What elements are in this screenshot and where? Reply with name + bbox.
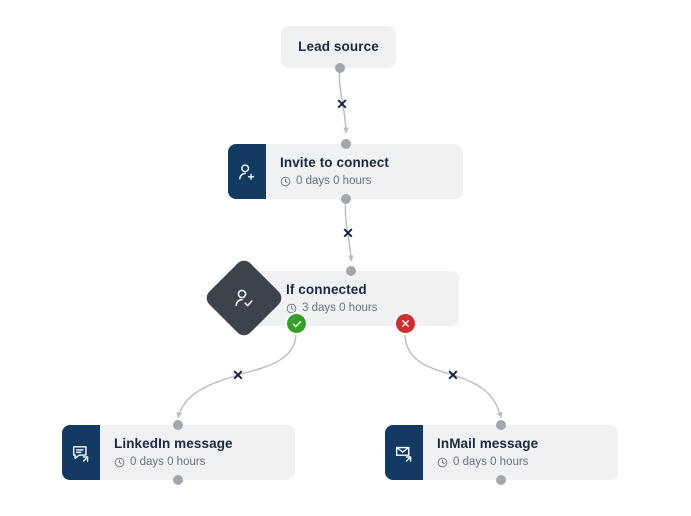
clock-icon bbox=[286, 303, 297, 314]
node-linkedin-message-handle-top[interactable] bbox=[173, 420, 183, 430]
node-linkedin-message[interactable]: LinkedIn message 0 days 0 hours bbox=[62, 420, 295, 485]
envelope-arrow-icon bbox=[385, 425, 423, 480]
check-circle-icon bbox=[292, 320, 301, 327]
chat-bubble-arrow-icon bbox=[62, 425, 100, 480]
node-invite-to-connect-duration: 0 days 0 hours bbox=[296, 174, 372, 187]
x-circle-icon bbox=[402, 320, 409, 327]
clock-icon bbox=[280, 176, 291, 187]
person-check-icon bbox=[235, 289, 253, 307]
node-if-connected-diamond[interactable] bbox=[202, 256, 286, 340]
edge-delete-invite-to-if[interactable]: ✕ bbox=[342, 225, 354, 241]
node-if-connected-handle-top[interactable] bbox=[346, 266, 356, 276]
person-plus-icon bbox=[228, 144, 266, 199]
node-inmail-message[interactable]: InMail message 0 days 0 hours bbox=[385, 420, 618, 485]
node-inmail-message-duration: 0 days 0 hours bbox=[453, 455, 529, 468]
node-if-connected-duration: 3 days 0 hours bbox=[302, 301, 378, 314]
node-invite-to-connect-handle-top[interactable] bbox=[341, 139, 351, 149]
edge-delete-if-no-inmail[interactable]: ✕ bbox=[447, 367, 459, 383]
edge-delete-if-yes-linkedin[interactable]: ✕ bbox=[232, 367, 244, 383]
node-linkedin-message-duration: 0 days 0 hours bbox=[130, 455, 206, 468]
branch-badge-no[interactable] bbox=[396, 314, 415, 333]
edge-delete-lead-to-invite[interactable]: ✕ bbox=[336, 96, 348, 112]
node-inmail-message-meta: 0 days 0 hours bbox=[437, 456, 604, 470]
node-linkedin-message-handle-bottom[interactable] bbox=[173, 475, 183, 485]
node-inmail-message-title: InMail message bbox=[437, 435, 539, 451]
branch-badge-yes[interactable] bbox=[287, 314, 306, 333]
node-lead-source-title: Lead source bbox=[298, 38, 379, 54]
node-invite-to-connect-handle-bottom[interactable] bbox=[341, 194, 351, 204]
node-if-connected-meta: 3 days 0 hours bbox=[286, 302, 459, 316]
node-linkedin-message-meta: 0 days 0 hours bbox=[114, 456, 281, 470]
clock-icon bbox=[437, 457, 448, 468]
node-invite-to-connect-title: Invite to connect bbox=[280, 154, 389, 170]
node-inmail-message-handle-bottom[interactable] bbox=[496, 475, 506, 485]
node-inmail-message-handle-top[interactable] bbox=[496, 420, 506, 430]
node-if-connected-title: If connected bbox=[286, 281, 367, 297]
node-linkedin-message-title: LinkedIn message bbox=[114, 435, 233, 451]
node-lead-source-handle-bottom[interactable] bbox=[335, 63, 345, 73]
node-invite-to-connect[interactable]: Invite to connect 0 days 0 hours bbox=[228, 139, 463, 204]
node-lead-source[interactable]: Lead source bbox=[281, 26, 396, 73]
node-invite-to-connect-meta: 0 days 0 hours bbox=[280, 175, 449, 189]
clock-icon bbox=[114, 457, 125, 468]
